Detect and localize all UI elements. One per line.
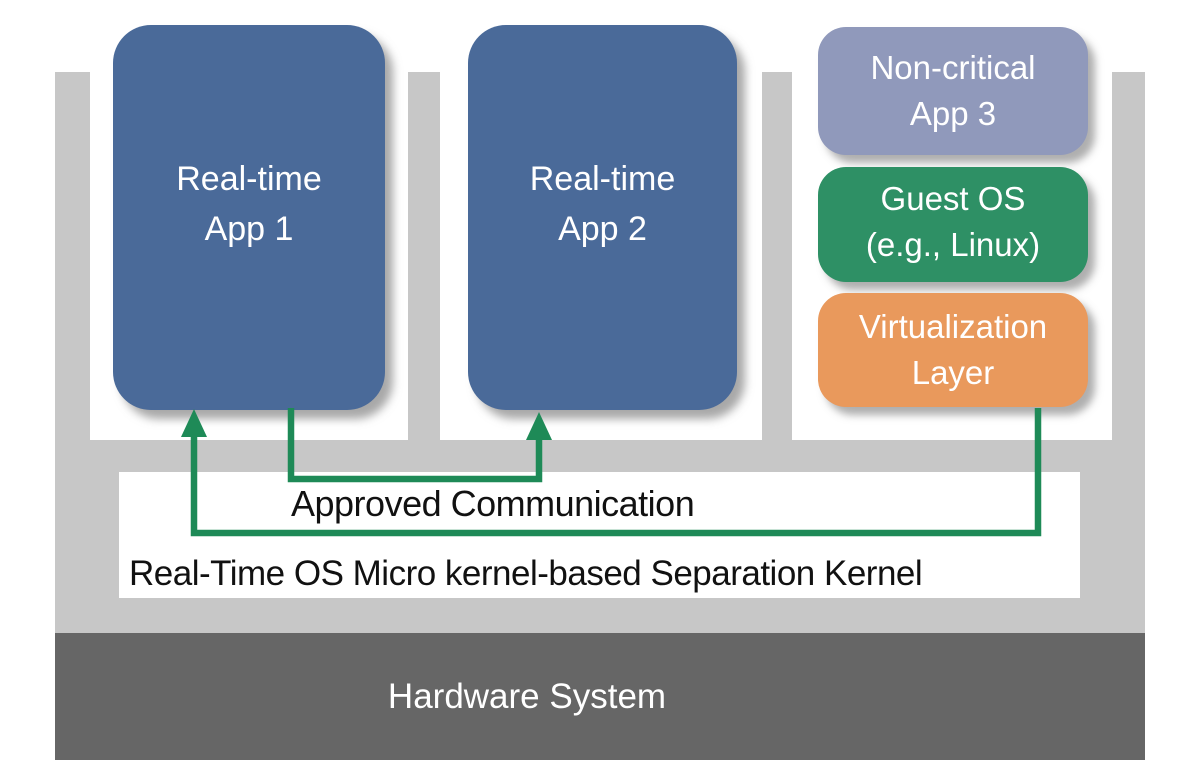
realtime-app1-label-line2: App 1 (204, 209, 294, 248)
realtime-app2-label-line2: App 2 (558, 209, 647, 248)
hardware-system-bar: Hardware System (55, 633, 1145, 760)
noncritical-app3-box: Non-critical App 3 (818, 27, 1088, 155)
virtualization-layer-label-line1: Virtualization (858, 308, 1048, 345)
realtime-app1-box: Real-time App 1 (113, 25, 385, 410)
separation-kernel-label: Real-Time OS Micro kernel-based Separati… (129, 554, 923, 593)
realtime-app1-label-line1: Real-time (176, 159, 322, 198)
noncritical-app3-label-line2: App 3 (909, 95, 997, 132)
noncritical-app3-label-line1: Non-critical (870, 49, 1036, 86)
guest-os-box: Guest OS (e.g., Linux) (818, 167, 1088, 282)
realtime-app2-box: Real-time App 2 (468, 25, 737, 410)
realtime-app2-label-line1: Real-time (529, 159, 676, 198)
separation-kernel-band: Approved Communication Real-Time OS Micr… (119, 472, 1080, 598)
virtualization-layer-box: Virtualization Layer (818, 293, 1088, 407)
guest-os-label-line2: (e.g., Linux) (865, 225, 1041, 263)
guest-os-label-line1: Guest OS (880, 179, 1026, 217)
approved-communication-label: Approved Communication (291, 483, 695, 524)
virtualization-layer-label-line2: Layer (911, 354, 995, 391)
hardware-system-label: Hardware System (387, 676, 667, 716)
